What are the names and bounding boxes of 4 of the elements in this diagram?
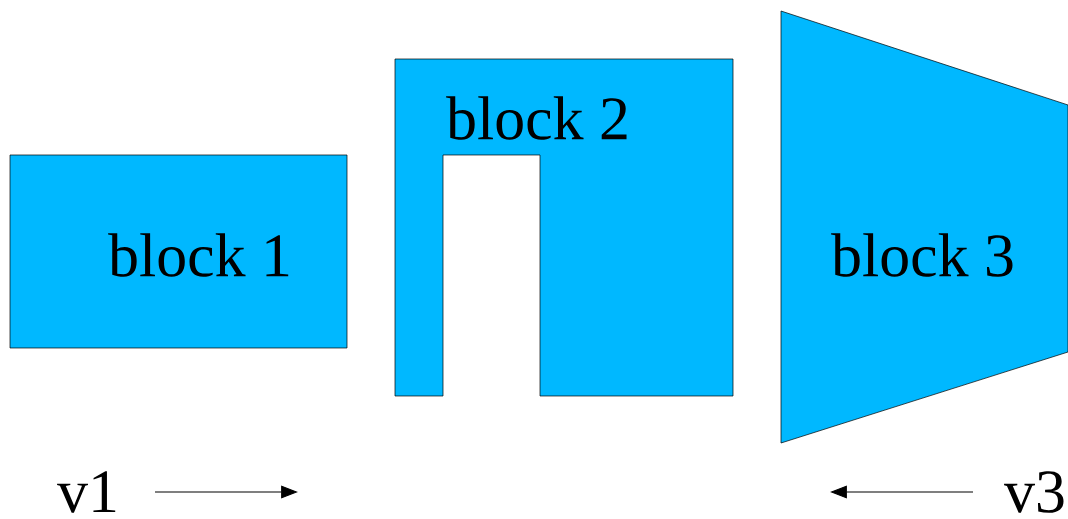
- notched-block: block 2: [394, 58, 734, 397]
- rectangle-block: block 1: [9, 154, 348, 349]
- trapezoid-block: block 3: [780, 10, 1068, 444]
- velocity-label: v1: [57, 471, 116, 513]
